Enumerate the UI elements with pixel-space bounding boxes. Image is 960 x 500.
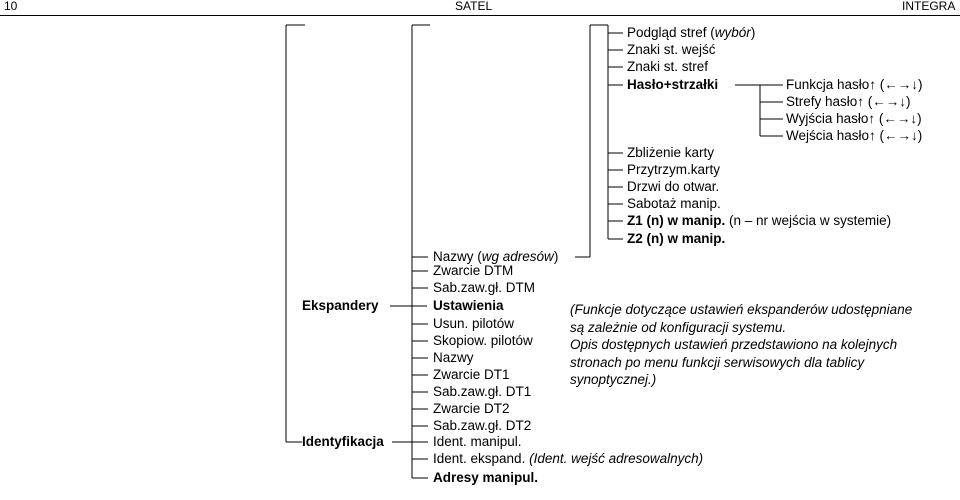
menu-item-sab-zaw-gl-dtm[interactable]: Sab.zaw.gł. DTM — [433, 280, 536, 295]
header-center: SATEL — [455, 0, 493, 13]
menu-item-przytrzym-karty[interactable]: Przytrzym.karty — [627, 162, 720, 177]
z1-note: (n – nr wejścia w systemie) — [729, 213, 892, 228]
menu-item-nazwy-wg-adresow[interactable]: Nazwy (wg adresów) — [433, 249, 559, 264]
menu-item-usun-pilotow[interactable]: Usun. pilotów — [433, 316, 515, 331]
menu-item-zwarcie-dtm[interactable]: Zwarcie DTM — [433, 263, 514, 278]
menu-item-sabotaz-manip[interactable]: Sabotaż manip. — [627, 196, 721, 211]
menu-item-drzwi-do-otwar[interactable]: Drzwi do otwar. — [627, 179, 720, 194]
menu-item-znaki-st-wejsc[interactable]: Znaki st. wejść — [627, 42, 716, 57]
menu-item-funkcja-haslo[interactable]: Funkcja hasło↑ (←→↓) — [786, 77, 923, 92]
menu-item-sab-zaw-gl-dt1[interactable]: Sab.zaw.gł. DT1 — [433, 384, 532, 399]
menu-item-ident-ekspand[interactable]: Ident. ekspand. (Ident. wejść adresowaln… — [433, 451, 704, 466]
menu-item-z2-w-manip[interactable]: Z2 (n) w manip. — [627, 231, 726, 246]
header-rule — [0, 15, 960, 16]
menu-item-podglad-stref[interactable]: Podgląd stref (wybór) — [627, 25, 756, 40]
menu-item-z1-w-manip[interactable]: Z1 (n) w manip. (n – nr wejścia w system… — [627, 213, 892, 228]
settings-note: (Funkcje dotyczące ustawień ekspanderów … — [570, 302, 913, 387]
menu-item-adresy-manipul[interactable]: Adresy manipul. — [433, 470, 539, 485]
menu-item-zblizenie-karty[interactable]: Zbliżenie karty — [627, 145, 715, 160]
menu-item-haslo-strzalki[interactable]: Hasło+strzałki — [627, 77, 719, 92]
menu-item-strefy-haslo[interactable]: Strefy hasło↑ (←→↓) — [786, 94, 911, 109]
menu-item-ustawienia[interactable]: Ustawienia — [433, 298, 504, 313]
menu-item-wyjscia-haslo[interactable]: Wyjścia hasło↑ (←→↓) — [786, 111, 922, 126]
menu-item-znaki-st-stref[interactable]: Znaki st. stref — [627, 59, 709, 74]
menu-item-wejscia-haslo[interactable]: Wejścia hasło↑ (←→↓) — [786, 128, 923, 143]
menu-item-ekspandery[interactable]: Ekspandery — [302, 298, 379, 313]
menu-item-ident-manipul[interactable]: Ident. manipul. — [433, 434, 522, 449]
menu-item-nazwy[interactable]: Nazwy — [433, 350, 474, 365]
page-number: 10 — [4, 0, 18, 13]
menu-item-identyfikacja[interactable]: Identyfikacja — [302, 434, 384, 449]
header-right: INTEGRA — [902, 0, 956, 13]
menu-item-zwarcie-dt2[interactable]: Zwarcie DT2 — [433, 401, 510, 416]
menu-item-sab-zaw-gl-dt2[interactable]: Sab.zaw.gł. DT2 — [433, 418, 532, 433]
menu-item-zwarcie-dt1[interactable]: Zwarcie DT1 — [433, 367, 510, 382]
menu-item-skopiow-pilotow[interactable]: Skopiow. pilotów — [433, 333, 533, 348]
